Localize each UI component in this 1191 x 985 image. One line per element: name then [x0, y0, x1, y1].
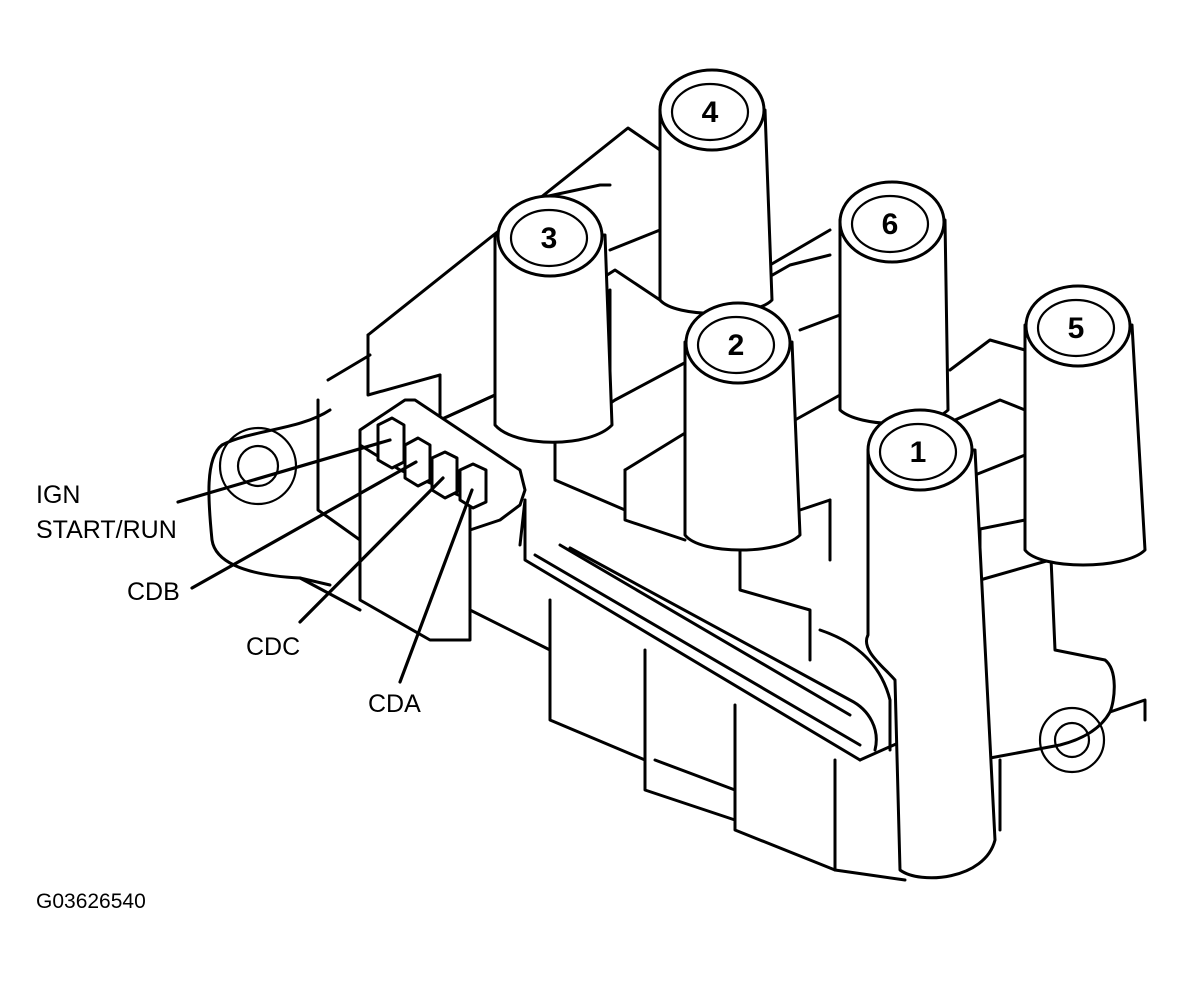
- pin-cda: [458, 462, 488, 510]
- leader-cda: [398, 488, 474, 684]
- tower-3: 3: [493, 194, 614, 444]
- tower-5: 5: [1023, 284, 1147, 567]
- label-cda: CDA: [368, 690, 421, 718]
- pin-cdc: [430, 450, 459, 500]
- tower-4-number: 4: [702, 96, 719, 129]
- tower-1-number: 1: [910, 436, 927, 469]
- label-ign: IGN: [36, 481, 80, 509]
- callout-labels: IGN START/RUN CDB CDC CDA: [36, 481, 421, 718]
- tower-2: 2: [683, 301, 802, 552]
- leader-lines: [176, 438, 474, 684]
- leader-cdc: [298, 476, 445, 624]
- tower-3-number: 3: [541, 222, 558, 255]
- tower-4: 4: [658, 68, 774, 315]
- tower-2-number: 2: [728, 329, 745, 362]
- leader-cdb: [190, 460, 418, 590]
- tower-6-number: 6: [882, 208, 899, 241]
- figure-code: G03626540: [36, 890, 146, 913]
- coil-body: [207, 126, 1147, 882]
- tower-6: 6: [838, 180, 950, 425]
- label-start-run: START/RUN: [36, 516, 177, 544]
- tower-1: 1: [864, 408, 997, 880]
- leader-ign: [176, 438, 392, 504]
- label-cdc: CDC: [246, 633, 300, 661]
- tower-5-number: 5: [1068, 312, 1085, 345]
- label-cdb: CDB: [127, 578, 180, 606]
